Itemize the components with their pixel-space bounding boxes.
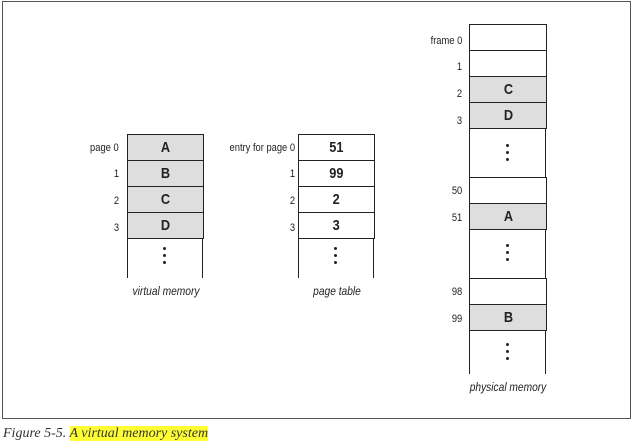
pm-gap2-right <box>545 229 546 279</box>
pt-ellipsis <box>334 247 337 264</box>
pm-label-99: 99 <box>451 313 462 325</box>
vm-cell-3: D <box>127 212 204 239</box>
caption-prefix: Figure 5-5. <box>3 426 67 441</box>
pm-label-3: 3 <box>456 115 462 127</box>
pm-frame-51: A <box>469 203 547 230</box>
pm-title: physical memory <box>469 380 547 394</box>
pm-gap2-left <box>469 229 470 279</box>
pm-label-2: 2 <box>456 88 462 100</box>
vm-cell-2: C <box>127 186 204 213</box>
vm-label-page-0: page 0 <box>90 142 119 154</box>
pm-frame-99: B <box>469 304 547 331</box>
vm-cell-0: A <box>127 134 204 161</box>
pt-cell-1: 99 <box>298 160 375 187</box>
pm-frame-0 <box>469 24 547 51</box>
pt-open-left <box>298 238 299 278</box>
pm-frame-98 <box>469 278 547 305</box>
vm-label-3: 3 <box>113 222 119 234</box>
vm-label-1: 1 <box>113 168 119 180</box>
pm-label-frame-0: frame 0 <box>430 35 462 47</box>
caption-highlight: A virtual memory system <box>69 426 209 441</box>
pm-label-98: 98 <box>451 286 462 298</box>
pm-frame-1 <box>469 50 547 77</box>
figure-frame: page 0 1 2 3 A B C D virtual memory entr… <box>2 1 631 419</box>
vm-open-left <box>127 238 128 278</box>
pm-label-1: 1 <box>456 61 462 73</box>
pm-gap1-right <box>545 128 546 178</box>
pm-gap3-right <box>545 330 546 374</box>
pm-label-50: 50 <box>451 185 462 197</box>
pm-frame-50 <box>469 177 547 204</box>
pm-ellipsis-1 <box>506 144 509 161</box>
pm-gap1-left <box>469 128 470 178</box>
vm-label-2: 2 <box>113 195 119 207</box>
pm-frame-3: D <box>469 102 547 129</box>
pt-cell-0: 51 <box>298 134 375 161</box>
pt-open-right <box>373 238 374 278</box>
pm-ellipsis-2 <box>506 244 509 261</box>
pt-label-3: 3 <box>289 222 295 234</box>
pm-frame-2: C <box>469 76 547 103</box>
pm-gap3-left <box>469 330 470 374</box>
pt-title: page table <box>313 284 361 298</box>
vm-cell-1: B <box>127 160 204 187</box>
pt-label-1: 1 <box>289 168 295 180</box>
pm-ellipsis-3 <box>506 343 509 360</box>
vm-title: virtual memory <box>132 284 200 298</box>
pt-cell-2: 2 <box>298 186 375 213</box>
figure-caption: Figure 5-5. A virtual memory system <box>3 426 209 442</box>
pt-label-entry-0: entry for page 0 <box>229 142 295 154</box>
vm-open-right <box>202 238 203 278</box>
pt-label-2: 2 <box>289 195 295 207</box>
pm-label-51: 51 <box>451 212 462 224</box>
pt-cell-3: 3 <box>298 212 375 239</box>
vm-ellipsis <box>163 247 166 264</box>
